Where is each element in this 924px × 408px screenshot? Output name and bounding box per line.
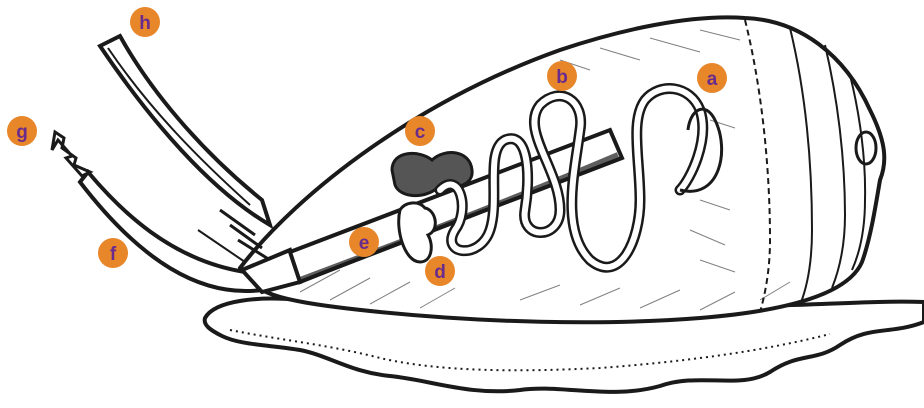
marker-h: h	[130, 7, 160, 37]
marker-b: b	[547, 61, 577, 91]
marker-h-label: h	[139, 13, 151, 34]
marker-a: a	[697, 63, 727, 93]
sheath-stripe	[198, 230, 245, 262]
marker-d-label: d	[434, 262, 446, 283]
marker-b-label: b	[556, 67, 568, 88]
harpoon-tip	[52, 132, 90, 176]
marker-a-label: a	[707, 69, 718, 90]
marker-d: d	[425, 256, 455, 286]
marker-e: e	[349, 227, 379, 257]
marker-e-label: e	[359, 233, 370, 254]
marker-f: f	[98, 238, 128, 268]
marker-c: c	[405, 116, 435, 146]
marker-g-label: g	[16, 122, 28, 143]
marker-g: g	[7, 116, 37, 146]
siphon-tube	[100, 36, 270, 225]
marker-c-label: c	[415, 122, 426, 143]
marker-f-label: f	[110, 244, 117, 265]
